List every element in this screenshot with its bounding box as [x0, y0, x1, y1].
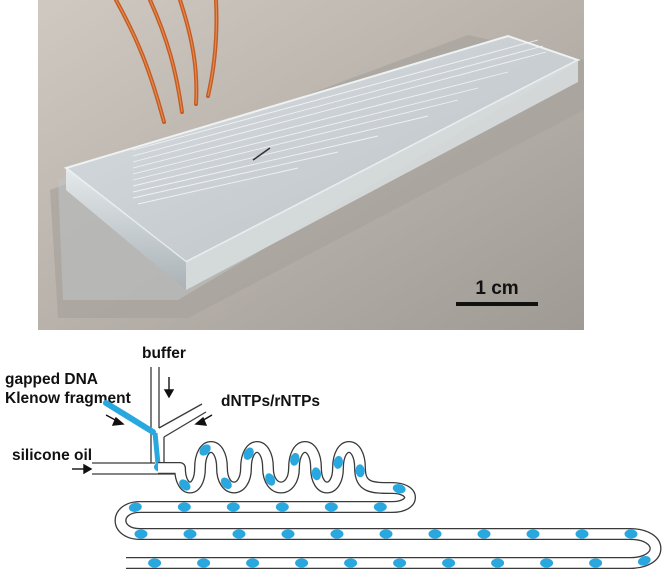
droplet [428, 529, 442, 539]
droplet [220, 477, 232, 490]
droplet [637, 555, 651, 566]
droplet [197, 558, 211, 568]
droplet [265, 473, 276, 486]
label-klenow-fragment: Klenow fragment [5, 390, 131, 407]
droplet [324, 502, 338, 512]
droplet [575, 529, 589, 539]
droplet [330, 529, 344, 539]
droplet [177, 502, 191, 512]
droplet [226, 502, 240, 512]
droplet [295, 558, 309, 568]
droplet [624, 529, 638, 539]
droplet [491, 558, 505, 568]
droplet [232, 529, 246, 539]
droplet [199, 444, 211, 456]
droplet [477, 529, 491, 539]
flow-arrows [72, 377, 213, 475]
microfluidic-diagram: buffer gapped DNA Klenow fragment dNTPs/… [5, 345, 662, 569]
droplet [179, 479, 191, 491]
droplet [392, 483, 406, 494]
droplet [148, 558, 162, 568]
serpentine-channel [114, 441, 662, 569]
droplet [183, 529, 197, 539]
scale-bar-label: 1 cm [475, 278, 518, 299]
microchannels [132, 39, 547, 205]
droplet [333, 455, 343, 469]
droplet [442, 558, 456, 568]
droplet [526, 529, 540, 539]
droplet [134, 529, 148, 539]
droplet [344, 558, 358, 568]
droplets [128, 444, 651, 568]
droplet [355, 464, 365, 478]
device-photo: 1 cm [38, 0, 584, 330]
droplet [243, 447, 254, 460]
droplet [373, 502, 387, 512]
droplet [393, 558, 407, 568]
droplet [540, 558, 554, 568]
inlet-channels [92, 367, 207, 475]
label-silicone-oil: silicone oil [12, 447, 92, 464]
label-gapped-dna: gapped DNA [5, 371, 98, 388]
droplet [275, 502, 289, 512]
droplet [128, 502, 142, 512]
channel-lumen [116, 442, 661, 568]
droplet [311, 467, 322, 481]
droplet [379, 529, 393, 539]
droplet [281, 529, 295, 539]
label-dntps-rntps: dNTPs/rNTPs [221, 393, 320, 410]
label-buffer: buffer [142, 345, 186, 362]
droplet [246, 558, 260, 568]
droplet [290, 452, 300, 466]
droplet [589, 558, 603, 568]
